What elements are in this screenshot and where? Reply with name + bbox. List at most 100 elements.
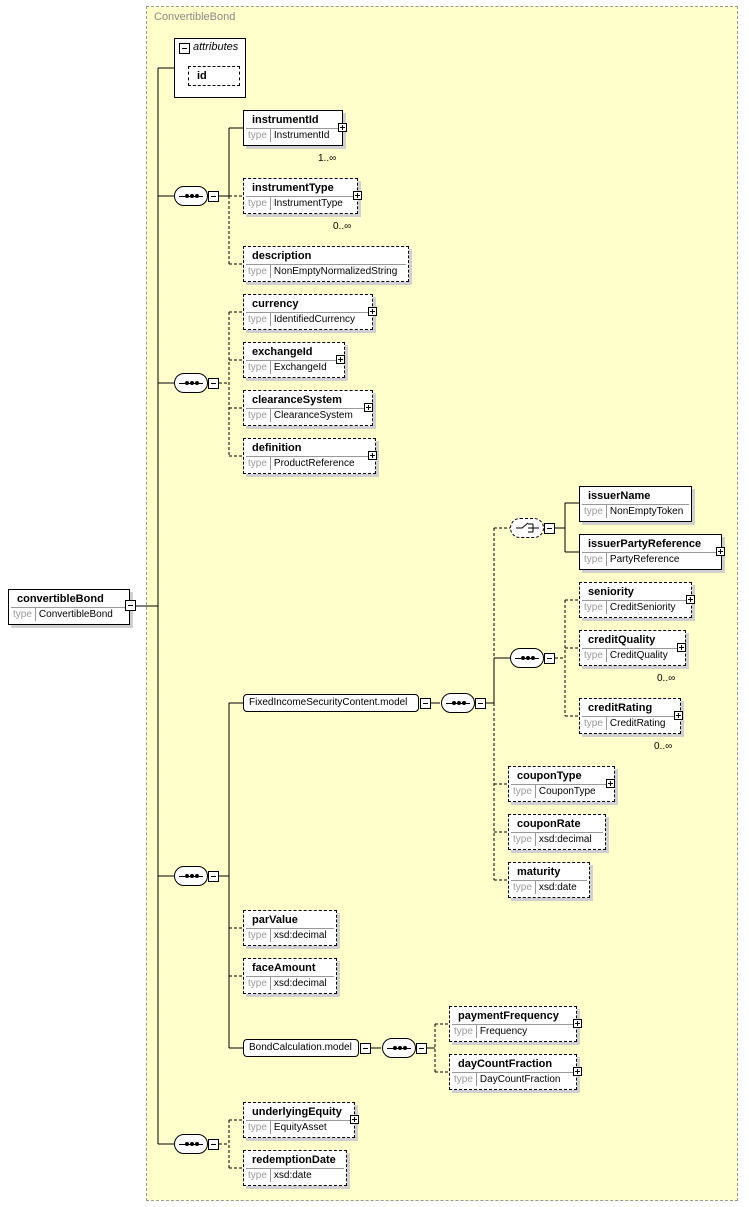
type-label: type [246, 197, 271, 210]
type-label: type [246, 361, 271, 374]
expand-icon[interactable] [368, 307, 377, 316]
element-name: seniority [588, 586, 634, 598]
element-type: CreditSeniority [609, 602, 676, 613]
expand-icon[interactable] [677, 643, 686, 652]
type-label: type [452, 1073, 477, 1086]
element-type: xsd:date [273, 1170, 312, 1181]
attribute-id[interactable]: id [188, 66, 240, 86]
type-label: type [246, 1121, 271, 1134]
element-type: InstrumentId [273, 130, 330, 141]
expand-icon[interactable] [686, 595, 695, 604]
sequence-compositor [174, 866, 208, 886]
root-element-type: ConvertibleBond [38, 609, 113, 620]
element-name: instrumentId [252, 114, 319, 126]
collapse-icon[interactable] [420, 698, 431, 709]
group-fixed-income-security-content[interactable]: FixedIncomeSecurityContent.model [243, 694, 419, 712]
type-label: type [246, 457, 271, 470]
type-label: type [582, 717, 607, 730]
type-label: type [582, 553, 607, 566]
collapse-icon[interactable] [208, 1139, 219, 1150]
element-name: currency [252, 298, 299, 310]
collapse-icon[interactable] [544, 653, 555, 664]
collapse-icon[interactable] [208, 378, 219, 389]
expand-icon[interactable] [336, 355, 345, 364]
element-type: IdentifiedCurrency [273, 314, 356, 325]
type-label: type [246, 409, 271, 422]
element-name: issuerName [588, 490, 651, 502]
element-name: instrumentType [252, 182, 334, 194]
collapse-icon[interactable] [416, 1043, 427, 1054]
collapse-icon[interactable] [208, 871, 219, 882]
collapse-icon[interactable] [544, 523, 555, 534]
expand-icon[interactable] [573, 1067, 582, 1076]
sequence-compositor [174, 186, 208, 206]
element-type: ExchangeId [273, 362, 327, 373]
collapse-icon[interactable] [125, 600, 136, 611]
expand-icon[interactable] [353, 191, 362, 200]
attributes-label: attributes [193, 41, 239, 53]
element-type: Frequency [479, 1026, 528, 1037]
type-label: type [246, 1169, 271, 1182]
collapse-icon[interactable] [360, 1043, 371, 1054]
group-bond-calculation[interactable]: BondCalculation.model [243, 1039, 359, 1057]
type-label: type [582, 505, 607, 518]
element-name: faceAmount [252, 962, 316, 974]
cardinality: 0..∞ [333, 221, 352, 232]
sequence-compositor [382, 1038, 416, 1058]
collapse-icon[interactable] [208, 191, 219, 202]
expand-icon[interactable] [573, 1019, 582, 1028]
collapse-icon[interactable] [475, 698, 486, 709]
cardinality: 0..∞ [654, 741, 673, 752]
complex-type-title: ConvertibleBond [154, 11, 236, 23]
element-name: underlyingEquity [252, 1106, 342, 1118]
type-label: type [246, 265, 271, 278]
element-type: NonEmptyToken [609, 506, 684, 517]
element-type: xsd:decimal [273, 930, 327, 941]
expand-icon[interactable] [674, 711, 683, 720]
element-name: dayCountFraction [458, 1058, 553, 1070]
element-type: InstrumentType [273, 198, 343, 209]
element-type: CouponType [538, 786, 596, 797]
element-name: creditRating [588, 702, 653, 714]
element-name: creditQuality [588, 634, 656, 646]
expand-icon[interactable] [368, 451, 377, 460]
expand-icon[interactable] [338, 123, 347, 132]
element-type: CreditQuality [609, 650, 668, 661]
expand-icon[interactable] [606, 779, 615, 788]
element-type: xsd:date [538, 882, 577, 893]
element-name: paymentFrequency [458, 1010, 559, 1022]
sequence-compositor [441, 693, 475, 713]
element-name: couponRate [517, 818, 581, 830]
collapse-icon[interactable] [179, 43, 190, 54]
expand-icon[interactable] [364, 403, 373, 412]
choice-compositor [510, 518, 544, 538]
expand-icon[interactable] [716, 547, 725, 556]
expand-icon[interactable] [350, 1115, 359, 1124]
root-element-name: convertibleBond [17, 593, 104, 605]
type-label: type [511, 833, 536, 846]
type-label: type [511, 785, 536, 798]
